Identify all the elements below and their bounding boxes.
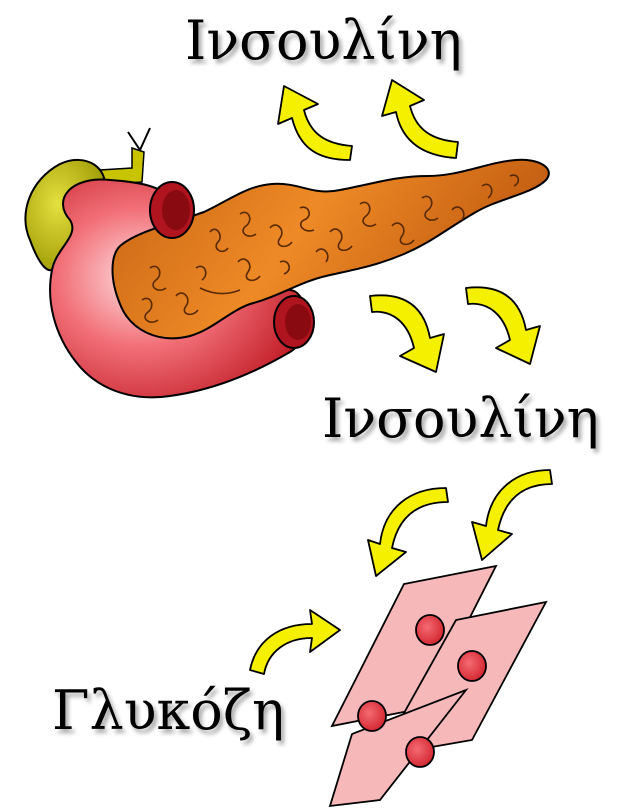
insulin-label-top: Ινσουλίνη bbox=[185, 14, 462, 68]
curved-arrow-icon bbox=[466, 287, 540, 364]
pancreas-illustration bbox=[25, 128, 548, 397]
insulin-label-middle: Ινσουλίνη bbox=[322, 392, 599, 446]
cell-nucleus bbox=[416, 615, 444, 645]
curved-arrow-icon bbox=[370, 295, 444, 372]
glucose-label: Γλυκόζη bbox=[52, 684, 284, 738]
cell-nucleus bbox=[406, 737, 434, 767]
curved-arrow-icon bbox=[368, 488, 448, 576]
muscle-cell-illustration bbox=[330, 566, 546, 806]
cell-nucleus bbox=[458, 651, 486, 681]
curved-arrow-icon bbox=[250, 610, 340, 674]
curved-arrow-icon bbox=[472, 470, 552, 560]
curved-arrow-icon bbox=[382, 80, 458, 158]
curved-arrow-icon bbox=[278, 86, 352, 160]
cell-nucleus bbox=[358, 701, 386, 731]
